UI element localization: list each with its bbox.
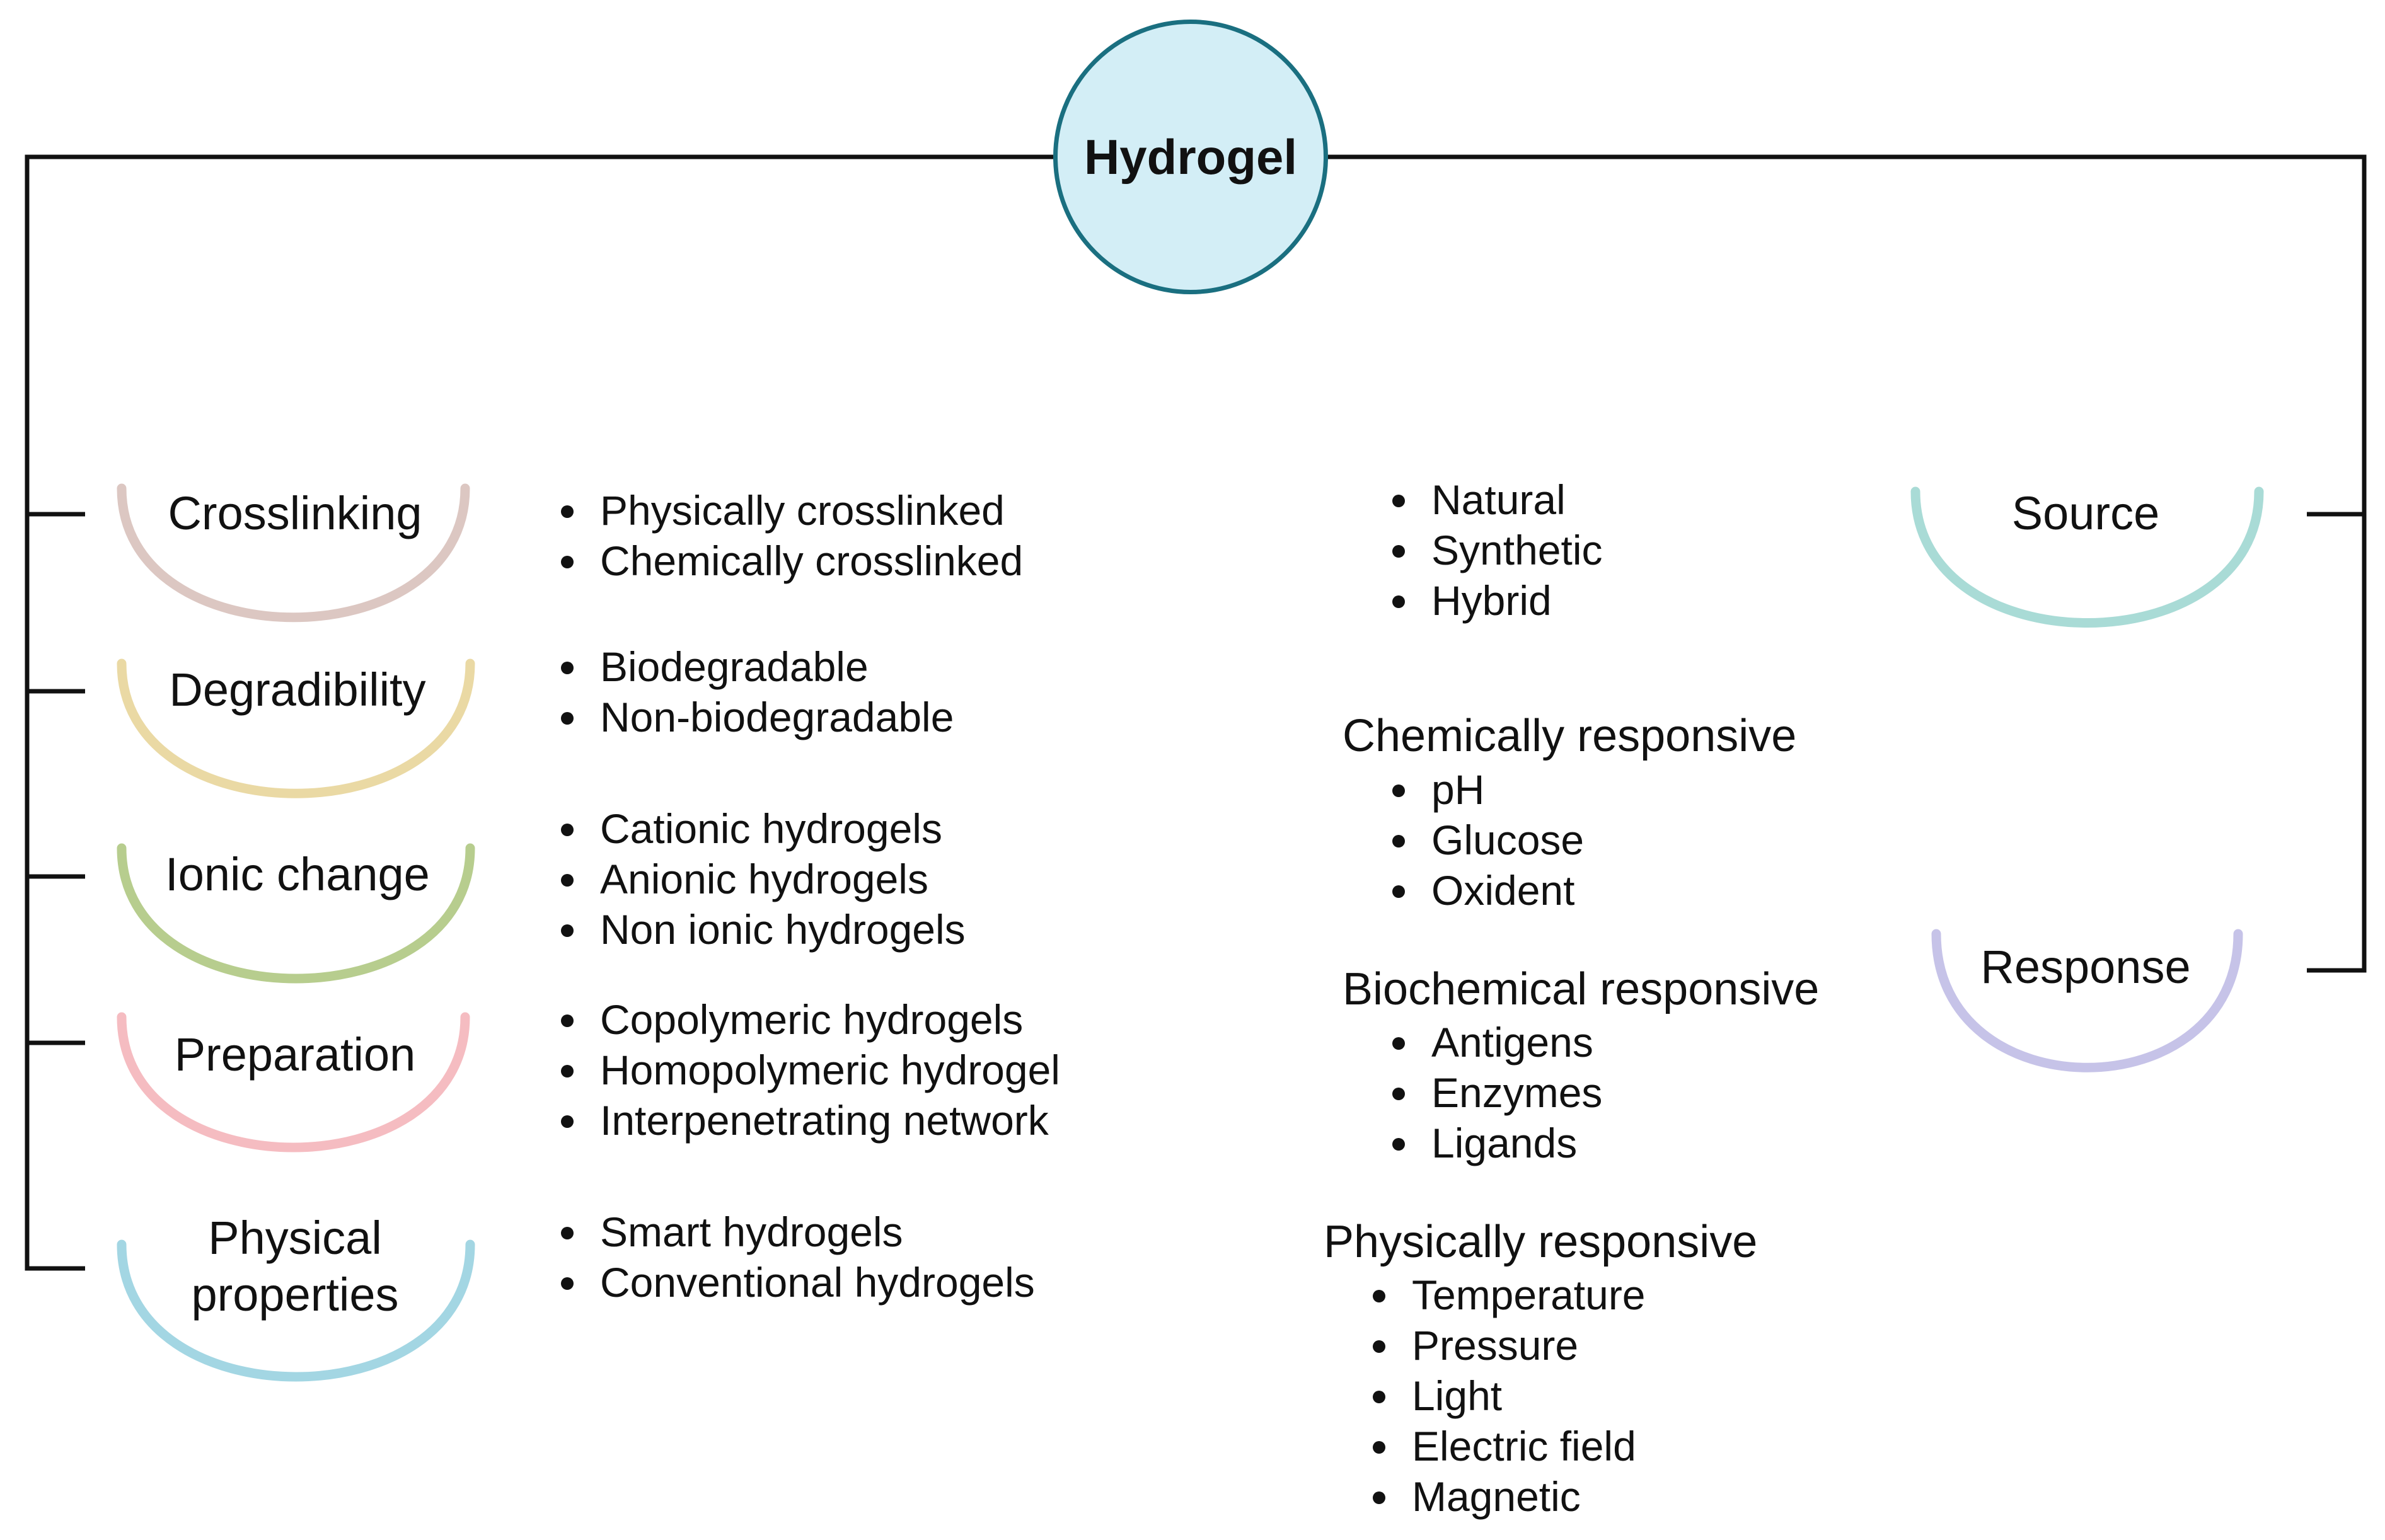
list-item: Light bbox=[1365, 1370, 1646, 1421]
list-item: Antigens bbox=[1385, 1017, 1602, 1067]
list-item: Hybrid bbox=[1385, 575, 1602, 626]
category-label-preparation: Preparation bbox=[174, 1028, 416, 1081]
list-item: Non ionic hydrogels bbox=[553, 904, 966, 955]
bullet-dot bbox=[1392, 595, 1405, 608]
arc-preparation bbox=[117, 1012, 470, 1152]
bullet-dot bbox=[561, 1227, 574, 1239]
bullet-dot bbox=[561, 556, 574, 568]
response-group-title-biochemical: Biochemical responsive bbox=[1343, 964, 1820, 1014]
arc-crosslinking bbox=[117, 483, 470, 623]
list-item: Electric field bbox=[1365, 1421, 1646, 1471]
bullet-dot bbox=[1373, 1290, 1385, 1302]
arc-physical-properties bbox=[117, 1239, 475, 1382]
bullet-dot bbox=[1392, 1138, 1405, 1151]
bullet-dot bbox=[561, 662, 574, 674]
category-label-response: Response bbox=[1980, 941, 2191, 993]
bullet-dot bbox=[561, 1014, 574, 1027]
list-item: Ligands bbox=[1385, 1118, 1602, 1168]
category-label-physical-properties: Physical properties bbox=[191, 1212, 399, 1321]
response-group-title-chemical: Chemically responsive bbox=[1343, 711, 1797, 761]
category-arcs bbox=[117, 483, 2264, 1382]
left-trunk-line bbox=[25, 154, 1053, 1271]
bullet-dot bbox=[561, 1065, 574, 1077]
bullet-dot bbox=[1373, 1491, 1385, 1504]
list-item: Magnetic bbox=[1365, 1471, 1646, 1522]
list-item: Copolymeric hydrogels bbox=[553, 994, 1060, 1045]
degradibility-list: Biodegradable Non-biodegradable bbox=[553, 641, 954, 742]
bullet-dot bbox=[561, 874, 574, 887]
physical-properties-list: Smart hydrogels Conventional hydrogels bbox=[553, 1207, 1035, 1307]
arc-source bbox=[1910, 486, 2264, 628]
list-item: Conventional hydrogels bbox=[553, 1257, 1035, 1307]
category-label-source: Source bbox=[2011, 487, 2160, 539]
category-label-degradibility: Degradibility bbox=[169, 664, 426, 716]
bullet-dot bbox=[1373, 1441, 1385, 1454]
list-item: Chemically crosslinked bbox=[553, 536, 1023, 586]
list-item: Homopolymeric hydrogel bbox=[553, 1045, 1060, 1095]
list-item: Interpenetrating network bbox=[553, 1095, 1060, 1146]
biochemical-responsive-list: Antigens Enzymes Ligands bbox=[1385, 1017, 1602, 1168]
connector-lines bbox=[25, 154, 2367, 1271]
list-item: Anionic hydrogels bbox=[553, 854, 966, 904]
bullet-dot bbox=[1392, 1088, 1405, 1100]
list-item: Smart hydrogels bbox=[553, 1207, 1035, 1257]
response-group-title-physical: Physically responsive bbox=[1324, 1217, 1758, 1267]
bullet-dot bbox=[1373, 1340, 1385, 1353]
chemically-responsive-list: pH Glucose Oxident bbox=[1385, 764, 1584, 916]
list-item: Natural bbox=[1385, 474, 1602, 525]
bullet-dot bbox=[561, 1115, 574, 1128]
list-item: pH bbox=[1385, 764, 1584, 815]
list-item: Biodegradable bbox=[553, 641, 954, 692]
list-item: Non-biodegradable bbox=[553, 692, 954, 742]
category-label-crosslinking: Crosslinking bbox=[168, 487, 422, 539]
bullet-dot bbox=[1392, 835, 1405, 848]
bullet-dot bbox=[561, 924, 574, 937]
root-node: Hydrogel bbox=[1053, 20, 1328, 294]
bullet-dot bbox=[1392, 495, 1405, 507]
bullet-dot bbox=[561, 505, 574, 518]
bullet-dot bbox=[561, 712, 574, 725]
list-item: Synthetic bbox=[1385, 525, 1602, 575]
root-label: Hydrogel bbox=[1083, 129, 1298, 185]
arc-ionic-change bbox=[117, 843, 475, 984]
bullet-dot bbox=[1392, 545, 1405, 558]
list-item: Cationic hydrogels bbox=[553, 803, 966, 854]
source-list: Natural Synthetic Hybrid bbox=[1385, 474, 1602, 626]
arc-response bbox=[1931, 929, 2243, 1072]
bullet-dot bbox=[1392, 1037, 1405, 1050]
list-item: Temperature bbox=[1365, 1270, 1646, 1320]
ionic-change-list: Cationic hydrogels Anionic hydrogels Non… bbox=[553, 803, 966, 955]
physically-responsive-list: Temperature Pressure Light Electric fiel… bbox=[1365, 1270, 1646, 1522]
bullet-dot bbox=[1392, 784, 1405, 797]
list-item: Glucose bbox=[1385, 815, 1584, 865]
bullet-dot bbox=[561, 1277, 574, 1290]
bullet-dot bbox=[1392, 885, 1405, 898]
list-item: Pressure bbox=[1365, 1320, 1646, 1370]
bullet-dot bbox=[1373, 1391, 1385, 1403]
list-item: Oxident bbox=[1385, 865, 1584, 916]
preparation-list: Copolymeric hydrogels Homopolymeric hydr… bbox=[553, 994, 1060, 1146]
arc-degradibility bbox=[117, 658, 475, 798]
list-item: Enzymes bbox=[1385, 1067, 1602, 1118]
category-label-ionic-change: Ionic change bbox=[165, 848, 430, 900]
list-item: Physically crosslinked bbox=[553, 485, 1023, 536]
bullet-dot bbox=[561, 824, 574, 836]
crosslinking-list: Physically crosslinked Chemically crossl… bbox=[553, 485, 1023, 586]
right-trunk-line bbox=[1328, 154, 2367, 973]
